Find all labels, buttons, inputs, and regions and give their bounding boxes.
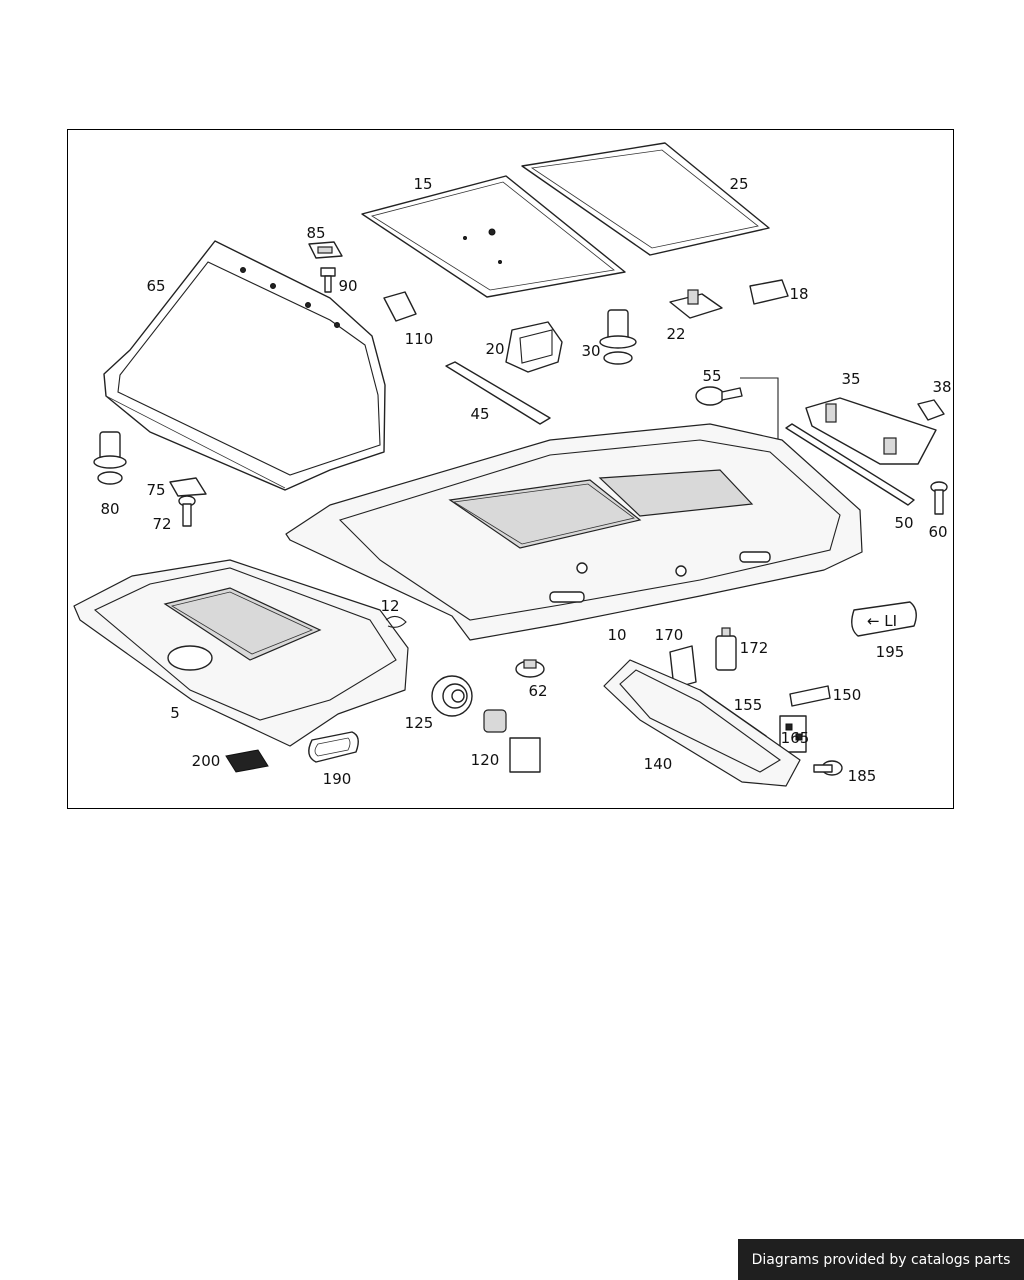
part-185-screw xyxy=(813,760,843,776)
part-10-main-headliner xyxy=(285,423,863,641)
callout-38: 38 xyxy=(932,378,951,396)
diagram-frame xyxy=(67,129,954,809)
callout-120: 120 xyxy=(471,751,500,769)
callout-50: 50 xyxy=(894,514,913,532)
part-62-clip xyxy=(515,659,545,678)
part-90-screw xyxy=(320,267,336,293)
part-38-clip xyxy=(917,399,945,421)
part-165-switch-block xyxy=(779,715,807,753)
part-140-console xyxy=(603,659,801,787)
part-30-fastener xyxy=(599,309,637,365)
part-55-screw xyxy=(695,377,779,444)
part-22-clip xyxy=(669,289,723,319)
part-25-roof-mat xyxy=(521,142,770,256)
callout-25: 25 xyxy=(729,175,748,193)
part-80-fastener xyxy=(93,431,127,485)
callout-60: 60 xyxy=(928,523,947,541)
callout-125: 125 xyxy=(405,714,434,732)
callout-10: 10 xyxy=(607,626,626,644)
direction-tag: ← LI xyxy=(867,612,897,630)
callout-190: 190 xyxy=(323,770,352,788)
part-110-foam xyxy=(383,291,417,322)
part-65-rear-headliner-section xyxy=(103,240,386,491)
part-12-clip xyxy=(385,615,407,628)
callout-195: 195 xyxy=(876,643,905,661)
callout-185: 185 xyxy=(848,767,877,785)
part-18-clip xyxy=(749,279,789,305)
callout-12: 12 xyxy=(380,597,399,615)
callout-140: 140 xyxy=(644,755,673,773)
callout-45: 45 xyxy=(470,405,489,423)
callout-155: 155 xyxy=(734,696,763,714)
callout-172: 172 xyxy=(740,639,769,657)
part-125-grommet xyxy=(431,675,473,717)
callout-55: 55 xyxy=(702,367,721,385)
part-120-pad xyxy=(483,709,541,773)
part-45-strip xyxy=(445,361,551,425)
part-15-roof-mat xyxy=(361,175,626,298)
callout-65: 65 xyxy=(146,277,165,295)
callout-15: 15 xyxy=(413,175,432,193)
callout-72: 72 xyxy=(152,515,171,533)
callout-150: 150 xyxy=(833,686,862,704)
callout-90: 90 xyxy=(338,277,357,295)
credit-text: Diagrams provided by catalogs parts xyxy=(751,1251,1011,1268)
part-190-bezel xyxy=(308,731,359,763)
callout-20: 20 xyxy=(485,340,504,358)
callout-80: 80 xyxy=(100,500,119,518)
part-85-clip xyxy=(308,241,343,259)
callout-35: 35 xyxy=(841,370,860,388)
callout-62: 62 xyxy=(528,682,547,700)
part-150-foam xyxy=(789,685,831,707)
credit-banner: Diagrams provided by catalogs parts xyxy=(738,1239,1024,1280)
part-20-bracket xyxy=(505,321,563,373)
part-50-strip xyxy=(785,423,915,506)
callout-200: 200 xyxy=(192,752,221,770)
callout-30: 30 xyxy=(581,342,600,360)
part-35-bracket xyxy=(805,397,937,465)
callout-75: 75 xyxy=(146,481,165,499)
part-172-fastener xyxy=(715,627,737,671)
callout-18: 18 xyxy=(789,285,808,303)
part-75-clip xyxy=(169,477,207,497)
callout-170: 170 xyxy=(655,626,684,644)
part-170-bracket xyxy=(669,645,697,689)
part-195-label-plate: ← LI xyxy=(851,601,917,637)
callout-labels: 15 25 85 90 65 18 110 22 20 30 55 35 38 45 75 80 72 50 60 1… xyxy=(100,175,951,788)
callout-165: 165 xyxy=(781,729,810,747)
callout-85: 85 xyxy=(306,224,325,242)
part-72-screw xyxy=(178,495,196,527)
part-60-screw xyxy=(930,481,948,515)
callout-22: 22 xyxy=(666,325,685,343)
callout-5: 5 xyxy=(170,704,180,722)
callout-110: 110 xyxy=(405,330,434,348)
part-200-mesh xyxy=(225,749,269,773)
part-5-front-headliner xyxy=(73,559,409,747)
